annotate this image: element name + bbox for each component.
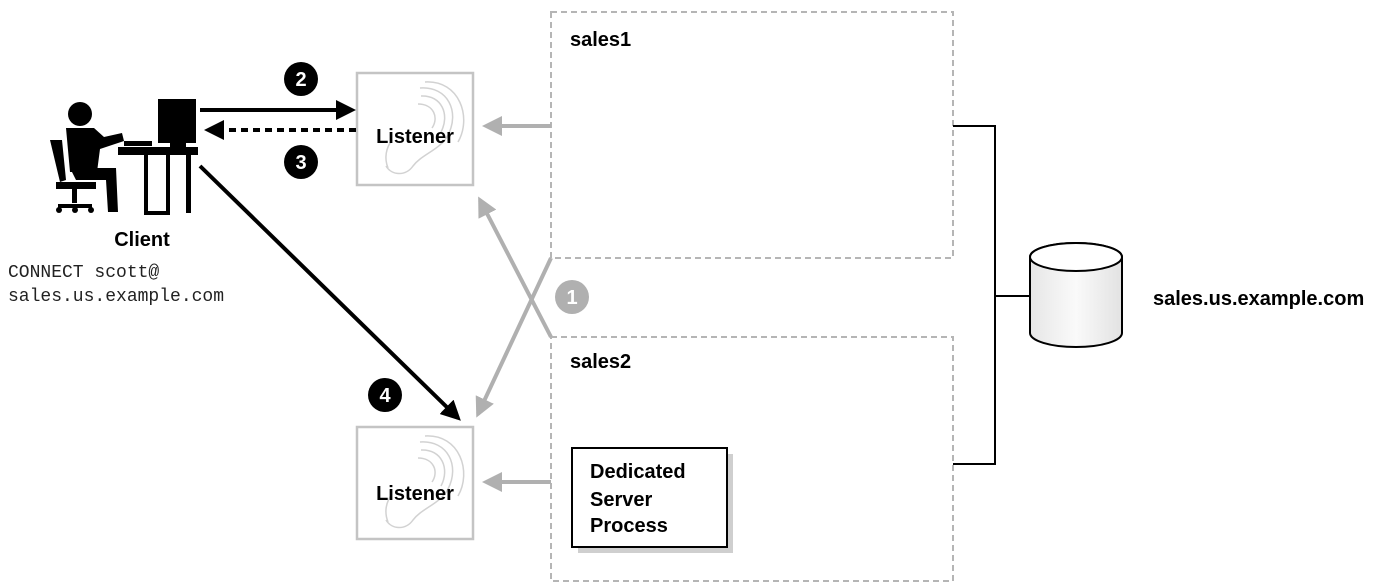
client-user-icon [50, 99, 198, 215]
listener-bottom: Listener [355, 425, 475, 541]
sales2-instance-box [550, 336, 954, 582]
step-3-number: 3 [295, 152, 306, 174]
client-label: Client [114, 229, 170, 251]
connect-string-line1: CONNECT scott@ [8, 263, 159, 283]
ear-icon [385, 81, 465, 175]
listener-top: Listener [355, 71, 475, 187]
listener-bottom-label: Listener [376, 483, 454, 505]
step-4-number: 4 [379, 385, 391, 407]
cross-arrow-to-top-listener [478, 196, 553, 338]
step-4-badge: 4 [368, 378, 402, 412]
dedicated-line2: Server [590, 489, 652, 511]
step-1-badge: 1 [555, 280, 589, 314]
dedicated-line3: Process [590, 515, 668, 537]
step-2-badge: 2 [284, 62, 318, 96]
listener-top-label: Listener [376, 126, 454, 148]
step-3-badge: 3 [284, 145, 318, 179]
dedicated-line1: Dedicated [590, 461, 686, 483]
ear-icon [385, 435, 465, 529]
monitor-icon [158, 99, 196, 143]
dedicated-server-process: Dedicated Server Process [571, 447, 733, 553]
sales2-label: sales2 [570, 351, 631, 373]
database-bracket [953, 125, 1030, 465]
keyboard-icon [124, 141, 152, 146]
step-1-number: 1 [566, 287, 577, 309]
step4-redirect-arrow [198, 164, 461, 421]
step-2-number: 2 [295, 69, 306, 91]
connect-string-line2: sales.us.example.com [8, 287, 224, 307]
cross-arrow-to-bottom-listener [475, 257, 553, 418]
sales1-instance-box [550, 11, 954, 259]
database-cylinder-icon [1029, 242, 1123, 348]
database-label: sales.us.example.com [1153, 288, 1364, 310]
sales1-label: sales1 [570, 29, 631, 51]
